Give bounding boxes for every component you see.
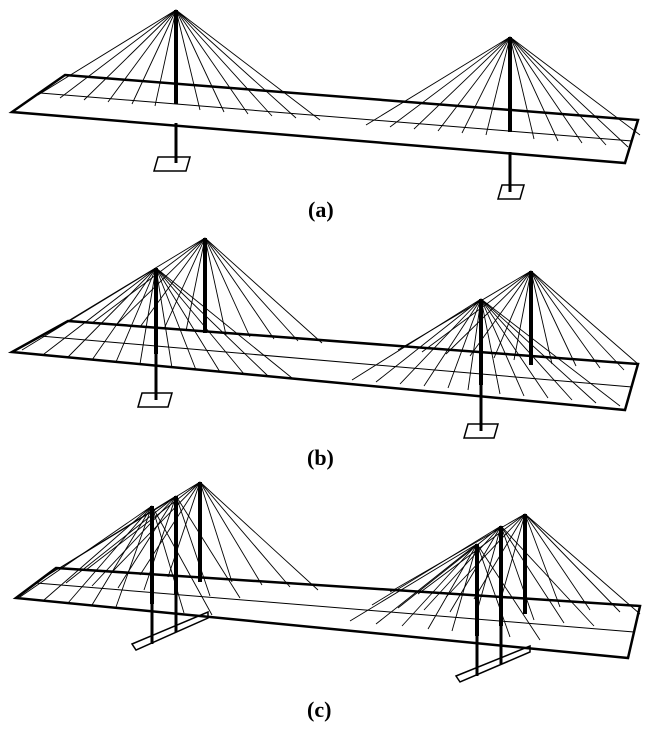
panel-c-footing-right [454, 644, 531, 683]
panel-b-footing-right [463, 423, 499, 439]
panel-b-cables-right-front [351, 298, 621, 407]
panel-c-deck-centerline [35, 582, 635, 633]
panel-b-footing-left [137, 392, 173, 408]
panel-b-cables-left-back [67, 237, 323, 344]
panel-a-cables-left [37, 9, 321, 121]
panel-a-cables-right [365, 36, 641, 148]
panel-b-deck [7, 319, 640, 412]
panel-a-deck [8, 73, 640, 165]
panel-c-caption: (c) [307, 697, 332, 722]
panel-a-caption: (a) [308, 197, 334, 222]
panel-b-caption: (b) [307, 445, 334, 470]
panel-c-deck [12, 566, 642, 660]
panel-c-footing-left [130, 610, 209, 651]
panel-a-footing-left [153, 156, 191, 172]
panel-c-cables-right [349, 513, 641, 641]
panel-b-cables-right-back [397, 270, 639, 371]
panel-a-deck-centerline [39, 92, 633, 142]
panel-c-cables-left [19, 481, 319, 616]
panel-c-bridge [12, 481, 642, 683]
panel-b-deck-centerline [39, 335, 633, 388]
panel-a-footing-right [497, 184, 525, 200]
panel-a-bridge [8, 9, 641, 200]
panel-b-bridge [7, 237, 640, 439]
